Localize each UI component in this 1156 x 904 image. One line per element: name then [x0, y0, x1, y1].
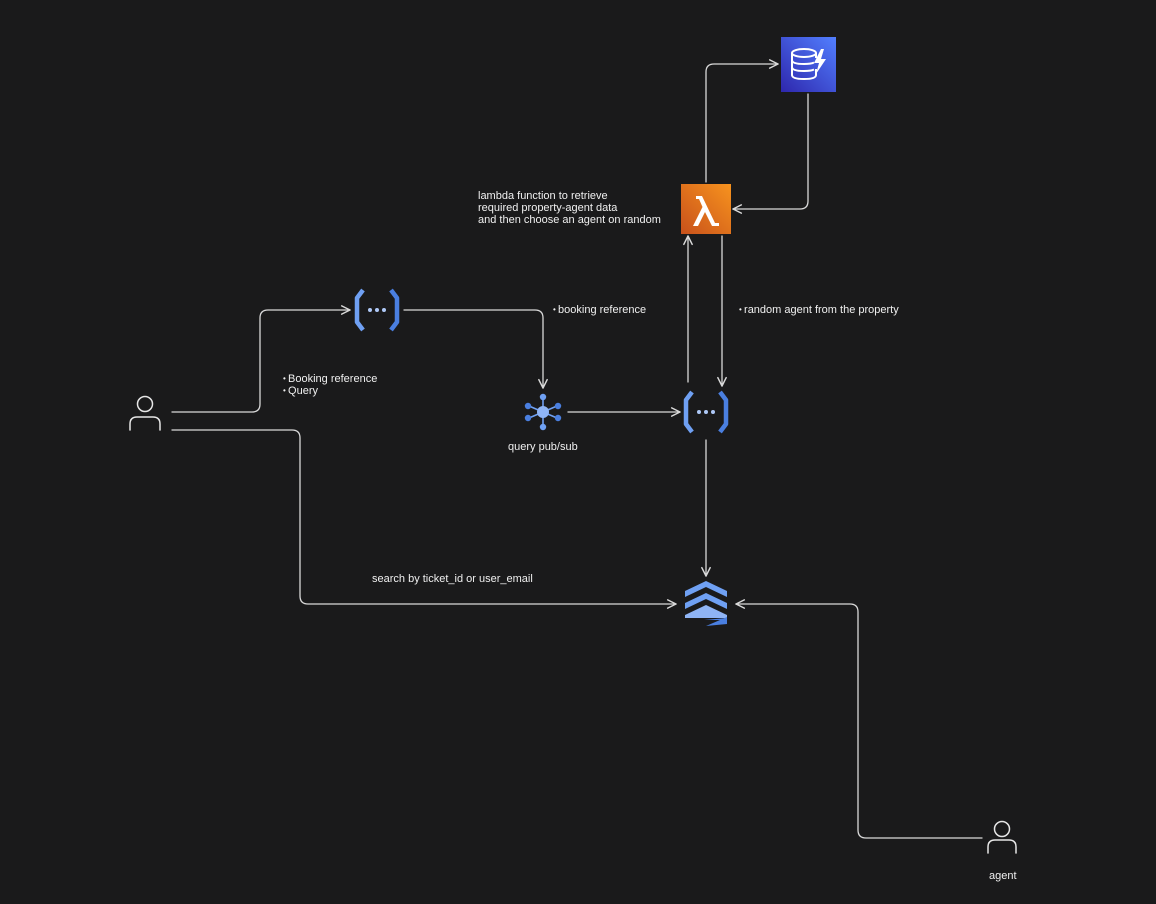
- user-payload-label: Booking reference Query: [283, 373, 377, 397]
- user-payload-item: Booking reference: [283, 373, 377, 385]
- agent-label: agent: [989, 870, 1017, 882]
- lambda-note: lambda function to retrieve required pro…: [478, 190, 661, 226]
- edge-user-to-api-top: [171, 305, 351, 413]
- pubsub-icon[interactable]: [524, 393, 562, 431]
- pubsub-label: query pub/sub: [508, 441, 578, 453]
- aws-lambda-icon[interactable]: [681, 184, 731, 234]
- booking-reference-edge-text: booking reference: [553, 304, 646, 316]
- edge-lambda-to-dynamodb: [705, 59, 779, 183]
- edge-agent-to-store: [735, 599, 983, 839]
- lambda-note-line-1: lambda function to retrieve: [478, 190, 608, 202]
- cloud-functions-icon[interactable]: [354, 288, 400, 332]
- aws-dynamodb-icon[interactable]: [781, 37, 836, 92]
- user-icon: [129, 395, 161, 431]
- firestore-icon[interactable]: [685, 581, 727, 626]
- lambda-note-line-2: required property-agent data: [478, 202, 618, 214]
- edge-api-top-to-pubsub: [403, 309, 548, 389]
- booking-reference-edge-label: booking reference: [553, 304, 646, 316]
- edge-dynamodb-to-lambda: [732, 93, 809, 214]
- cloud-functions-icon[interactable]: [683, 390, 729, 434]
- agent-user-icon: [987, 820, 1017, 854]
- lambda-note-line-3: and then choose an agent on random: [478, 214, 661, 226]
- random-agent-edge-text: random agent from the property: [739, 304, 899, 316]
- edge-user-to-store: [171, 429, 677, 609]
- edges: [171, 59, 983, 839]
- user-payload-item: Query: [283, 385, 377, 397]
- random-agent-edge-label: random agent from the property: [739, 304, 899, 316]
- search-edge-label: search by ticket_id or user_email: [372, 573, 533, 585]
